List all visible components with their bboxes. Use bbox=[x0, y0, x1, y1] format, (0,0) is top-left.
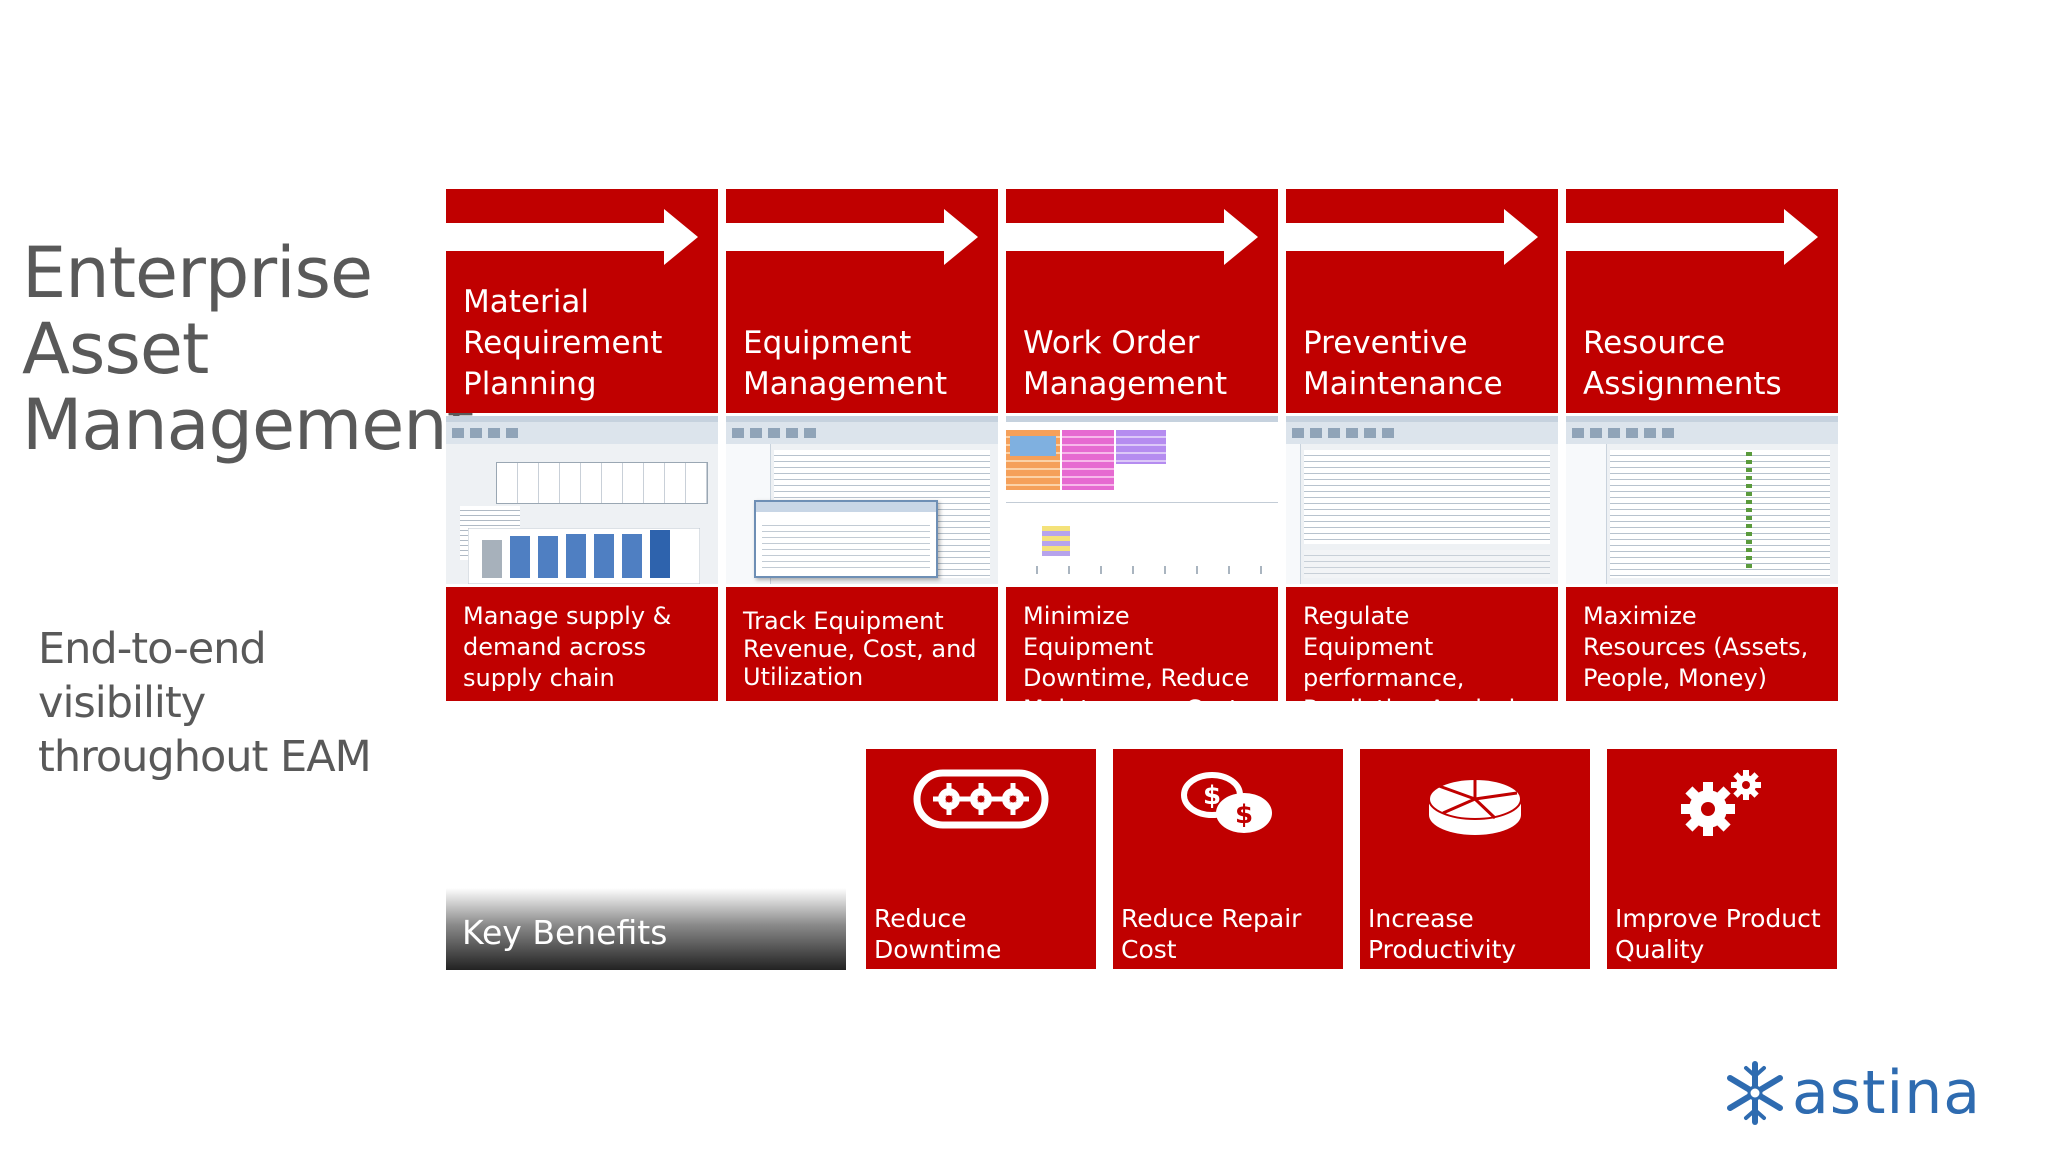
benefit-label: Improve Product Quality bbox=[1615, 904, 1821, 964]
module-screenshot bbox=[1566, 416, 1838, 584]
module-equipment-management: Equipment Management Track Equipment Rev… bbox=[726, 189, 998, 701]
pie-chart-icon bbox=[1428, 778, 1522, 835]
module-resource-assignments: Resource Assignments Maximize Resources … bbox=[1566, 189, 1838, 701]
module-header: Material Requirement Planning bbox=[446, 189, 718, 413]
module-screenshot bbox=[446, 416, 718, 584]
module-header: Resource Assignments bbox=[1566, 189, 1838, 413]
module-title: Preventive Maintenance bbox=[1303, 325, 1503, 402]
coins-icon: $ $ bbox=[1181, 772, 1272, 833]
benefit-reduce-downtime: Reduce Downtime bbox=[866, 749, 1096, 969]
svg-text:$: $ bbox=[1203, 781, 1221, 811]
module-title: Work Order Management bbox=[1023, 325, 1228, 402]
gears-icon bbox=[1681, 770, 1761, 836]
arrow-right-icon bbox=[726, 209, 978, 265]
svg-text:$: $ bbox=[1235, 800, 1253, 830]
conveyor-gears-icon bbox=[913, 769, 1049, 829]
module-screenshot bbox=[726, 416, 998, 584]
snowflake-icon bbox=[1727, 1061, 1783, 1125]
module-header: Equipment Management bbox=[726, 189, 998, 413]
page-subtitle: End-to-end visibility throughout EAM bbox=[38, 624, 372, 782]
module-description: Regulate Equipment performance, Predicti… bbox=[1286, 587, 1558, 723]
benefit-label: Reduce Downtime bbox=[874, 904, 1002, 964]
bar-chart-icon bbox=[468, 528, 700, 584]
key-benefits-label: Key Benefits bbox=[446, 888, 846, 970]
module-material-requirement-planning: Material Requirement Planning Manage sup… bbox=[446, 189, 718, 701]
module-screenshot bbox=[1286, 416, 1558, 584]
benefit-label: Increase Productivity bbox=[1368, 904, 1517, 964]
page-title: Enterprise Asset Management bbox=[22, 232, 474, 466]
module-title: Equipment Management bbox=[743, 325, 948, 402]
module-header: Work Order Management bbox=[1006, 189, 1278, 413]
arrow-right-icon bbox=[446, 209, 698, 265]
astina-logo: astina bbox=[1722, 1058, 1981, 1128]
arrow-right-icon bbox=[1286, 209, 1538, 265]
benefit-label: Reduce Repair Cost bbox=[1121, 904, 1302, 964]
arrow-right-icon bbox=[1006, 209, 1258, 265]
benefit-reduce-repair-cost: $ $ Reduce Repair Cost bbox=[1113, 749, 1343, 969]
module-title: Material Requirement Planning bbox=[463, 284, 663, 402]
arrow-right-icon bbox=[1566, 209, 1818, 265]
brand-name: astina bbox=[1792, 1058, 1982, 1128]
module-title: Resource Assignments bbox=[1583, 325, 1782, 402]
module-description: Manage supply & demand across supply cha… bbox=[446, 587, 718, 701]
module-screenshot bbox=[1006, 416, 1278, 584]
module-description: Minimize Equipment Downtime, Reduce Main… bbox=[1006, 587, 1278, 723]
module-work-order-management: Work Order Management Minimize Equipment… bbox=[1006, 189, 1278, 723]
module-header: Preventive Maintenance bbox=[1286, 189, 1558, 413]
benefit-increase-productivity: Increase Productivity bbox=[1360, 749, 1590, 969]
module-preventive-maintenance: Preventive Maintenance Regulate Equipmen… bbox=[1286, 189, 1558, 723]
module-description: Maximize Resources (Assets, People, Mone… bbox=[1566, 587, 1838, 701]
module-description: Track Equipment Revenue, Cost, and Utili… bbox=[726, 587, 998, 701]
benefit-improve-product-quality: Improve Product Quality bbox=[1607, 749, 1837, 969]
